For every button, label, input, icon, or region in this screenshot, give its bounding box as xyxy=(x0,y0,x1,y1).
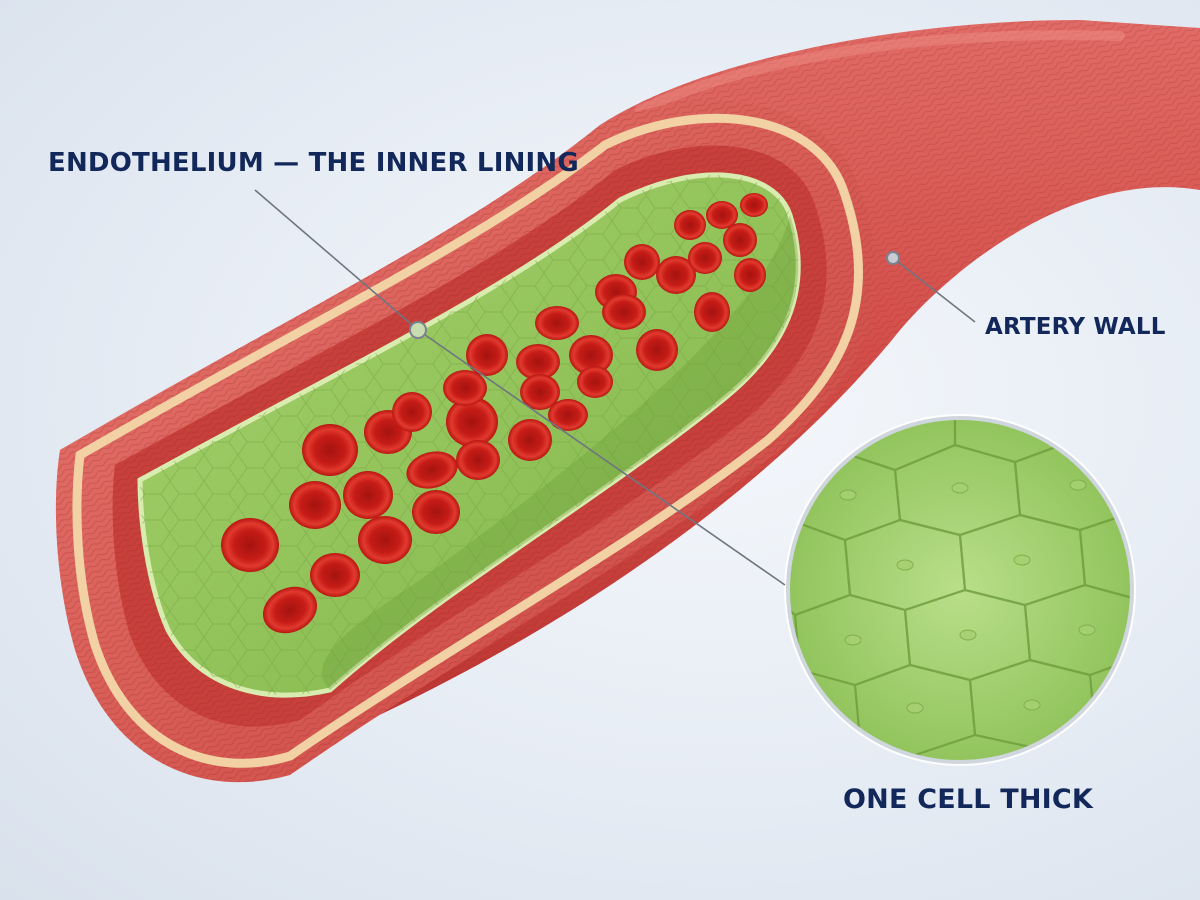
one-cell-thick-label: ONE CELL THICK xyxy=(843,784,1094,815)
leader-lines xyxy=(254,189,976,586)
red-blood-cell xyxy=(456,440,500,480)
red-blood-cell xyxy=(602,294,646,330)
red-blood-cell xyxy=(508,419,552,461)
red-blood-cell xyxy=(577,366,613,398)
red-blood-cell xyxy=(302,424,358,476)
endothelium-pointer-dot xyxy=(409,321,427,339)
red-blood-cell xyxy=(443,370,487,406)
red-blood-cell xyxy=(516,344,560,380)
red-blood-cell xyxy=(734,258,766,292)
red-blood-cells xyxy=(221,193,768,634)
artery-wall-label: ARTERY WALL xyxy=(985,314,1166,340)
red-blood-cell xyxy=(392,392,432,432)
red-blood-cell xyxy=(548,399,588,431)
red-blood-cell xyxy=(358,516,412,564)
red-blood-cell xyxy=(674,210,706,240)
red-blood-cell xyxy=(656,256,696,294)
endothelium-leader-line xyxy=(254,189,419,331)
red-blood-cell xyxy=(262,586,318,634)
magnified-inset xyxy=(784,414,1136,766)
red-blood-cell xyxy=(688,242,722,274)
red-blood-cell xyxy=(624,244,660,280)
red-blood-cell xyxy=(520,374,560,410)
red-blood-cell xyxy=(343,471,393,519)
red-blood-cell xyxy=(636,329,678,371)
adventitia-band xyxy=(72,113,864,768)
artery-highlight xyxy=(635,30,1125,115)
endothelium-to-inset-line xyxy=(417,329,786,586)
red-blood-cell xyxy=(406,451,458,489)
red-blood-cell xyxy=(723,223,757,257)
red-blood-cell xyxy=(412,490,460,534)
red-blood-cell xyxy=(694,292,730,332)
red-blood-cell xyxy=(466,334,508,376)
red-blood-cell xyxy=(221,518,279,572)
red-blood-cell xyxy=(446,397,498,447)
red-blood-cell xyxy=(310,553,360,597)
red-blood-cell xyxy=(706,201,738,229)
lumen-shading xyxy=(322,215,799,690)
artery-wall-pointer-dot xyxy=(886,251,900,265)
red-blood-cell xyxy=(535,306,579,340)
endothelium-label: ENDOTHELIUM — THE INNER LINING xyxy=(48,148,579,178)
red-blood-cell xyxy=(289,481,341,529)
red-blood-cell xyxy=(569,335,613,375)
red-blood-cell xyxy=(740,193,768,217)
artery-wall-leader-line xyxy=(892,257,976,323)
